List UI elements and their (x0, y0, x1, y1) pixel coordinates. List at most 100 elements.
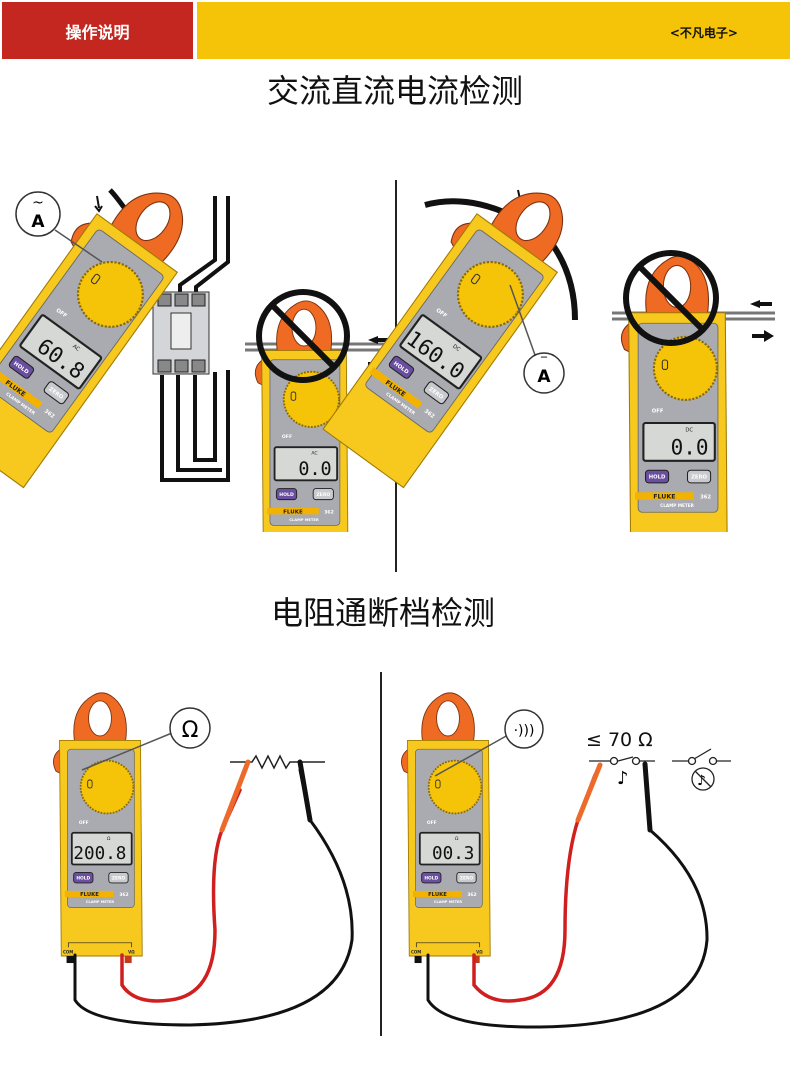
dial-pointer (470, 273, 481, 285)
display-annunciator: Ω (455, 836, 459, 842)
model-label: 362 (324, 509, 334, 515)
brand-strip (369, 367, 423, 409)
section-title-resistance: 电阻通断档检测 (270, 594, 495, 632)
v-label: VΩ (476, 949, 483, 954)
v-label: VΩ (128, 949, 135, 954)
zero-button[interactable] (312, 488, 334, 501)
terminal-bracket (415, 942, 481, 948)
display-reading: 0.0 (298, 459, 331, 480)
section-title-current: 交流直流电流检测 (266, 72, 523, 110)
lcd-display (418, 831, 481, 866)
hold-button[interactable] (388, 355, 415, 379)
zero-button[interactable] (686, 469, 712, 484)
zero-label: ZERO (316, 492, 330, 498)
zero-label: ZERO (112, 875, 126, 881)
com-label: COM (63, 949, 73, 954)
display-annunciator: Ω (107, 836, 111, 842)
display-annunciator: DC (451, 344, 461, 354)
jaw-opening (88, 700, 112, 737)
display-annunciator: AC (71, 344, 81, 353)
rotary-dial (76, 260, 144, 328)
v-jack (472, 956, 480, 964)
callout-ohms: Ω (81, 707, 211, 771)
zero-button[interactable] (423, 380, 450, 405)
brand-strip (0, 367, 43, 409)
hold-button[interactable] (644, 469, 670, 484)
callout-label: A (31, 212, 45, 232)
lcd-display (399, 314, 483, 390)
model-label: 362 (423, 408, 436, 420)
brand-label: <不凡电子> (669, 26, 738, 40)
com-jack (66, 956, 74, 964)
hold-label: HOLD (424, 875, 438, 881)
hold-label: HOLD (279, 492, 294, 498)
subtitle-label: CLAMP METER (660, 503, 694, 508)
breaker-wires (160, 196, 230, 482)
hold-label: HOLD (76, 875, 90, 881)
callout-ac-amps: ~ A (15, 191, 103, 263)
rotary-dial (652, 335, 718, 401)
beep-note-icon: ♪ (617, 768, 629, 789)
dial-pointer (87, 779, 93, 789)
rotary-dial (79, 759, 135, 815)
jaw-opening (515, 201, 551, 242)
test-leads (73, 759, 709, 1029)
model-label: 362 (700, 495, 711, 501)
brand-label: FLUKE (653, 494, 675, 501)
section-label: 操作说明 (2, 2, 193, 59)
zero-button[interactable] (108, 871, 129, 884)
off-label: OFF (282, 434, 292, 440)
off-label: OFF (79, 820, 89, 826)
hold-button[interactable] (275, 488, 298, 501)
brand-strip (635, 492, 694, 500)
jaw-opening (135, 201, 171, 242)
callout-label: A (537, 367, 551, 387)
header-bar: <不凡电子> (197, 2, 790, 59)
dc-bar-mark: ‾ (540, 355, 548, 369)
no-symbol (256, 289, 350, 383)
brand-label: FLUKE (283, 509, 303, 515)
subtitle-label: CLAMP METER (86, 900, 115, 904)
dial-pointer (661, 359, 669, 370)
display-reading: 0.0 (671, 435, 709, 459)
brand-label: FLUKE (428, 892, 447, 898)
zero-button[interactable] (456, 871, 477, 884)
no-symbol (623, 250, 719, 346)
display-annunciator: DC (685, 427, 693, 433)
zero-button[interactable] (43, 380, 70, 405)
callout-dc-amps: ‾ A (509, 284, 565, 394)
jaw-opening (436, 700, 460, 737)
zero-label: ZERO (460, 875, 474, 881)
dial-pointer (435, 779, 441, 789)
resistor (230, 754, 325, 770)
section-label-text: 操作说明 (65, 22, 130, 42)
subtitle-label: CLAMP METER (434, 900, 463, 904)
switch-closed (589, 756, 655, 766)
callout-label: Ω (182, 718, 199, 743)
dial-pointer (290, 391, 297, 401)
brand-strip (412, 890, 463, 898)
off-label: OFF (652, 409, 664, 415)
hold-button[interactable] (421, 871, 442, 884)
hold-button[interactable] (8, 355, 35, 379)
display-annunciator: AC (311, 451, 317, 457)
lcd-display (70, 831, 133, 866)
com-label: COM (411, 949, 421, 954)
rotary-dial (456, 260, 524, 328)
zero-label: ZERO (691, 475, 707, 481)
lcd-display (273, 446, 339, 482)
brand-label: FLUKE (80, 892, 99, 898)
rotary-dial (427, 759, 483, 815)
tilde-mark: ~ (32, 195, 44, 211)
v-jack (124, 956, 132, 964)
hold-button[interactable] (73, 871, 94, 884)
rotary-dial (282, 370, 340, 428)
no-beep-icon: ♪ (691, 767, 715, 791)
lcd-display (642, 421, 716, 462)
terminal-bracket (67, 942, 133, 948)
